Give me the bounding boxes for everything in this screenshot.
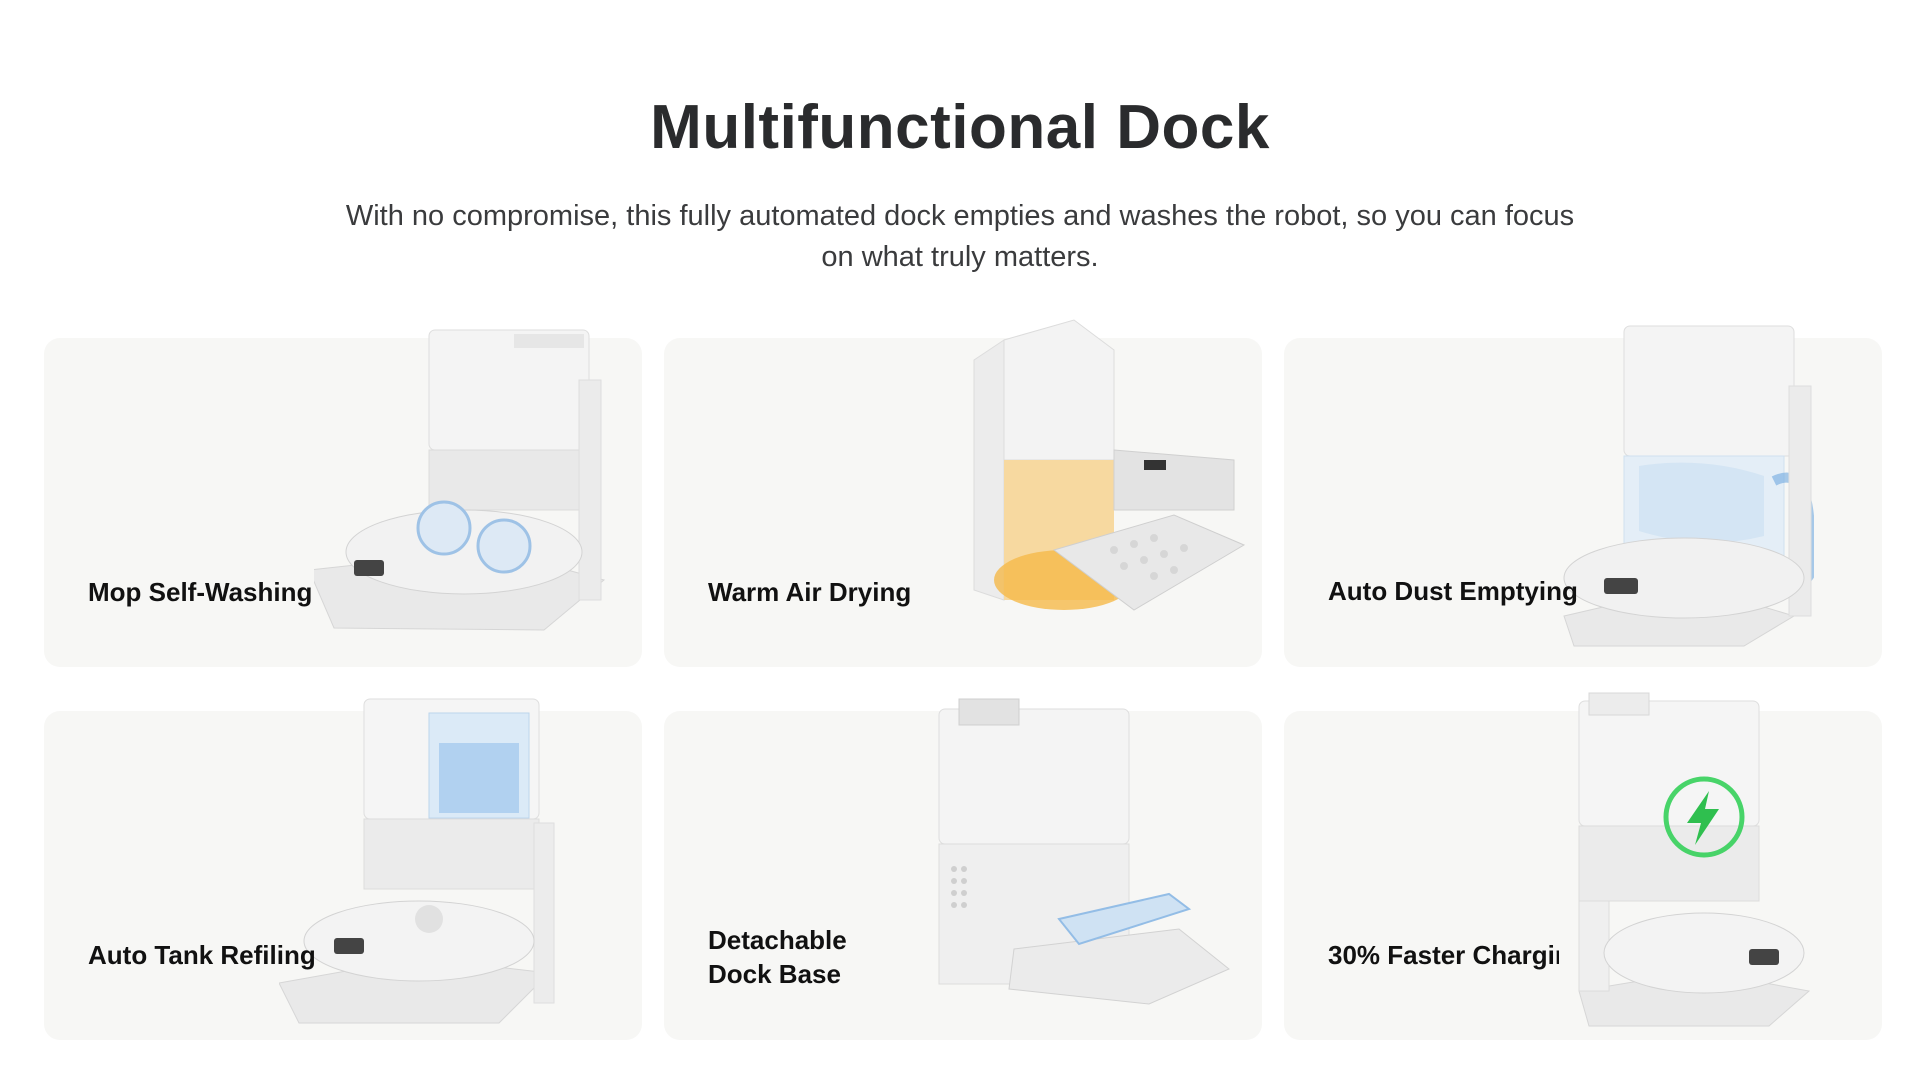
dock-illustration-icon	[279, 698, 555, 1024]
feature-label: Mop Self-Washing	[88, 577, 313, 607]
section-title: Multifunctional Dock	[650, 93, 1270, 162]
feature-label: Auto Dust Emptying	[1328, 576, 1578, 606]
feature-label: Warm Air Drying	[708, 577, 912, 607]
feature-card-faster-charging[interactable]: 30% Faster Charging	[1284, 692, 1882, 1040]
feature-card-auto-tank-refiling[interactable]: Auto Tank Refiling	[44, 698, 642, 1040]
section-subtitle: With no compromise, this fully automated…	[345, 200, 1575, 273]
feature-label: 30% Faster Charging	[1328, 940, 1587, 970]
dock-illustration-icon	[1563, 325, 1814, 647]
feature-label: Detachable Dock Base	[708, 925, 847, 989]
dock-illustration-icon	[314, 329, 606, 631]
feature-card-detachable-dock-base[interactable]: Detachable Dock Base	[664, 698, 1262, 1040]
dock-illustration-icon	[1559, 692, 1811, 1027]
dock-illustration-icon	[938, 698, 1230, 1005]
feature-card-auto-dust-emptying[interactable]: Auto Dust Emptying	[1284, 325, 1882, 667]
feature-card-warm-air-drying[interactable]: Warm Air Drying	[664, 319, 1262, 667]
lightning-icon	[1663, 776, 1745, 858]
dock-illustration-icon	[973, 319, 1246, 611]
feature-card-mop-self-washing[interactable]: Mop Self-Washing	[44, 329, 642, 667]
feature-label: Auto Tank Refiling	[88, 940, 316, 970]
